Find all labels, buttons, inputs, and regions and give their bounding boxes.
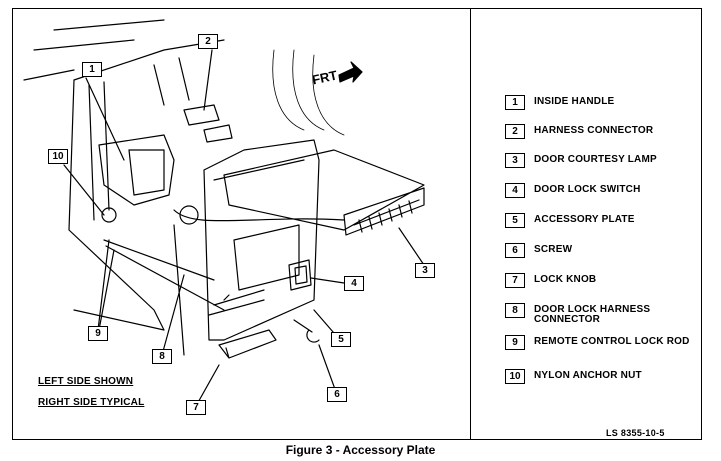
legend-label: LOCK KNOB: [534, 274, 597, 285]
legend-number: 3: [505, 153, 525, 168]
legend-item: 4 DOOR LOCK SWITCH: [505, 183, 641, 199]
screw: [293, 319, 320, 343]
callout-8: 8: [152, 349, 172, 364]
legend-item: 1 INSIDE HANDLE: [505, 95, 614, 111]
callout-4: 4: [344, 276, 364, 291]
nylon-anchor-nut: [101, 207, 117, 223]
door-lock-switch: [288, 259, 312, 291]
legend-label: DOOR COURTESY LAMP: [534, 154, 657, 165]
legend-label: REMOTE CONTROL LOCK ROD: [534, 336, 690, 347]
legend-item: 3 DOOR COURTESY LAMP: [505, 153, 657, 169]
legend-item: 8 DOOR LOCK HARNESS CONNECTOR: [505, 303, 650, 325]
legend-number: 8: [505, 303, 525, 318]
legend-number: 10: [505, 369, 525, 384]
remote-control-lock-rod: [98, 239, 225, 331]
lock-knob: [218, 329, 277, 359]
front-direction-arrow: [338, 61, 363, 83]
legend-number: 4: [505, 183, 525, 198]
legend-number: 2: [505, 124, 525, 139]
door-courtesy-lamp: [223, 149, 425, 236]
harness-connector: [183, 104, 233, 143]
callout-5: 5: [331, 332, 351, 347]
legend-divider: [470, 8, 471, 440]
figure-frame: [12, 8, 702, 440]
legend-label: SCREW: [534, 244, 573, 255]
callout-9: 9: [88, 326, 108, 341]
document-number: LS 8355-10-5: [606, 428, 665, 438]
legend-item: 10 NYLON ANCHOR NUT: [505, 369, 642, 385]
legend-number: 7: [505, 273, 525, 288]
legend-number: 9: [505, 335, 525, 350]
inside-handle: [98, 134, 175, 206]
callout-10: 10: [48, 149, 68, 164]
legend-label: HARNESS CONNECTOR: [534, 125, 654, 136]
legend-number: 1: [505, 95, 525, 110]
legend-label: NYLON ANCHOR NUT: [534, 370, 642, 381]
callout-3: 3: [415, 263, 435, 278]
legend-item: 7 LOCK KNOB: [505, 273, 596, 289]
legend-number: 5: [505, 213, 525, 228]
figure-caption: Figure 3 - Accessory Plate: [285, 443, 436, 457]
legend-item: 9 REMOTE CONTROL LOCK ROD: [505, 335, 690, 351]
legend-label: DOOR LOCK HARNESS CONNECTOR: [534, 304, 651, 325]
legend-label: DOOR LOCK SWITCH: [534, 184, 641, 195]
accessory-plate: [203, 139, 320, 341]
callout-6: 6: [327, 387, 347, 402]
legend-label: ACCESSORY PLATE: [534, 214, 635, 225]
legend-item: 2 HARNESS CONNECTOR: [505, 124, 653, 140]
legend-item: 6 SCREW: [505, 243, 572, 259]
legend-label: INSIDE HANDLE: [534, 96, 615, 107]
callout-2: 2: [198, 34, 218, 49]
callout-1: 1: [82, 62, 102, 77]
note-right-side: RIGHT SIDE TYPICAL: [38, 397, 145, 408]
door-panel-illustration: [23, 19, 427, 407]
callout-7: 7: [186, 400, 206, 415]
note-left-side: LEFT SIDE SHOWN: [38, 376, 134, 387]
legend-item: 5 ACCESSORY PLATE: [505, 213, 635, 229]
legend-number: 6: [505, 243, 525, 258]
